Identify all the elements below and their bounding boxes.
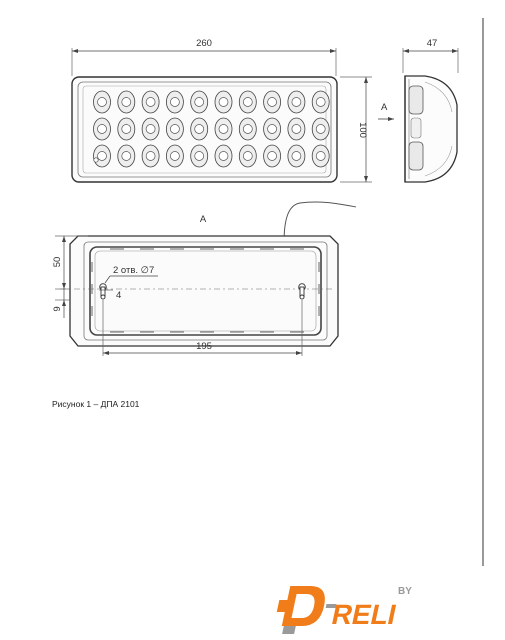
mounting-hole-left bbox=[99, 283, 107, 300]
view-a-title: A bbox=[200, 214, 207, 225]
hole-spacing-label: 195 bbox=[196, 341, 212, 352]
led-chip bbox=[267, 124, 277, 134]
led-chip bbox=[97, 97, 107, 107]
mounting-hole-right bbox=[298, 283, 306, 300]
led-chip bbox=[170, 124, 180, 134]
led-chip bbox=[267, 151, 277, 161]
led-chip bbox=[97, 124, 107, 134]
front-view: 260 100 A bbox=[71, 38, 394, 183]
led-chip bbox=[291, 151, 302, 161]
height-rear-dimension-label: 50 bbox=[52, 257, 63, 268]
led-chip bbox=[218, 97, 229, 107]
led-chip bbox=[242, 151, 253, 161]
led-chip bbox=[218, 124, 229, 134]
led-chip bbox=[145, 124, 156, 134]
svg-text:RELI: RELI bbox=[329, 598, 399, 630]
hole-offset-label: 4 bbox=[116, 290, 121, 301]
led-chip bbox=[218, 151, 229, 161]
holes-note: 2 отв. ∅7 bbox=[113, 265, 154, 276]
led-grid bbox=[93, 90, 330, 168]
rear-body bbox=[69, 235, 339, 347]
led-chip bbox=[170, 151, 180, 161]
view-arrow-label: A bbox=[381, 102, 388, 113]
side-view: 47 bbox=[402, 38, 459, 183]
led-chip bbox=[97, 151, 107, 161]
led-chip bbox=[242, 97, 253, 107]
cable bbox=[283, 201, 357, 244]
led-chip bbox=[194, 124, 205, 134]
led-chip bbox=[315, 97, 326, 107]
height-dimension-label: 100 bbox=[357, 122, 368, 138]
led-chip bbox=[121, 124, 132, 134]
led-chip bbox=[267, 97, 277, 107]
rear-view: A 2 отв. ∅7 4 bbox=[52, 201, 357, 356]
dreli-logo: RELI BY bbox=[276, 586, 412, 634]
width-dimension-label: 260 bbox=[196, 38, 212, 49]
led-chip bbox=[291, 124, 302, 134]
indicator-led bbox=[93, 157, 99, 163]
svg-text:BY: BY bbox=[398, 586, 412, 597]
led-chip bbox=[242, 124, 253, 134]
led-chip bbox=[194, 151, 205, 161]
led-chip bbox=[145, 97, 156, 107]
led-chip bbox=[291, 97, 302, 107]
led-chip bbox=[121, 97, 132, 107]
led-chip bbox=[315, 124, 326, 134]
led-chip bbox=[145, 151, 156, 161]
rear-mounting-frame bbox=[89, 246, 322, 336]
led-chip bbox=[315, 151, 326, 161]
led-chip bbox=[170, 97, 180, 107]
led-chip bbox=[194, 97, 205, 107]
led-chip bbox=[121, 151, 132, 161]
depth-dimension-label: 47 bbox=[427, 38, 438, 49]
small-offset-label: 9 bbox=[52, 306, 63, 311]
figure-caption: Рисунок 1 – ДПА 2101 bbox=[52, 399, 140, 409]
